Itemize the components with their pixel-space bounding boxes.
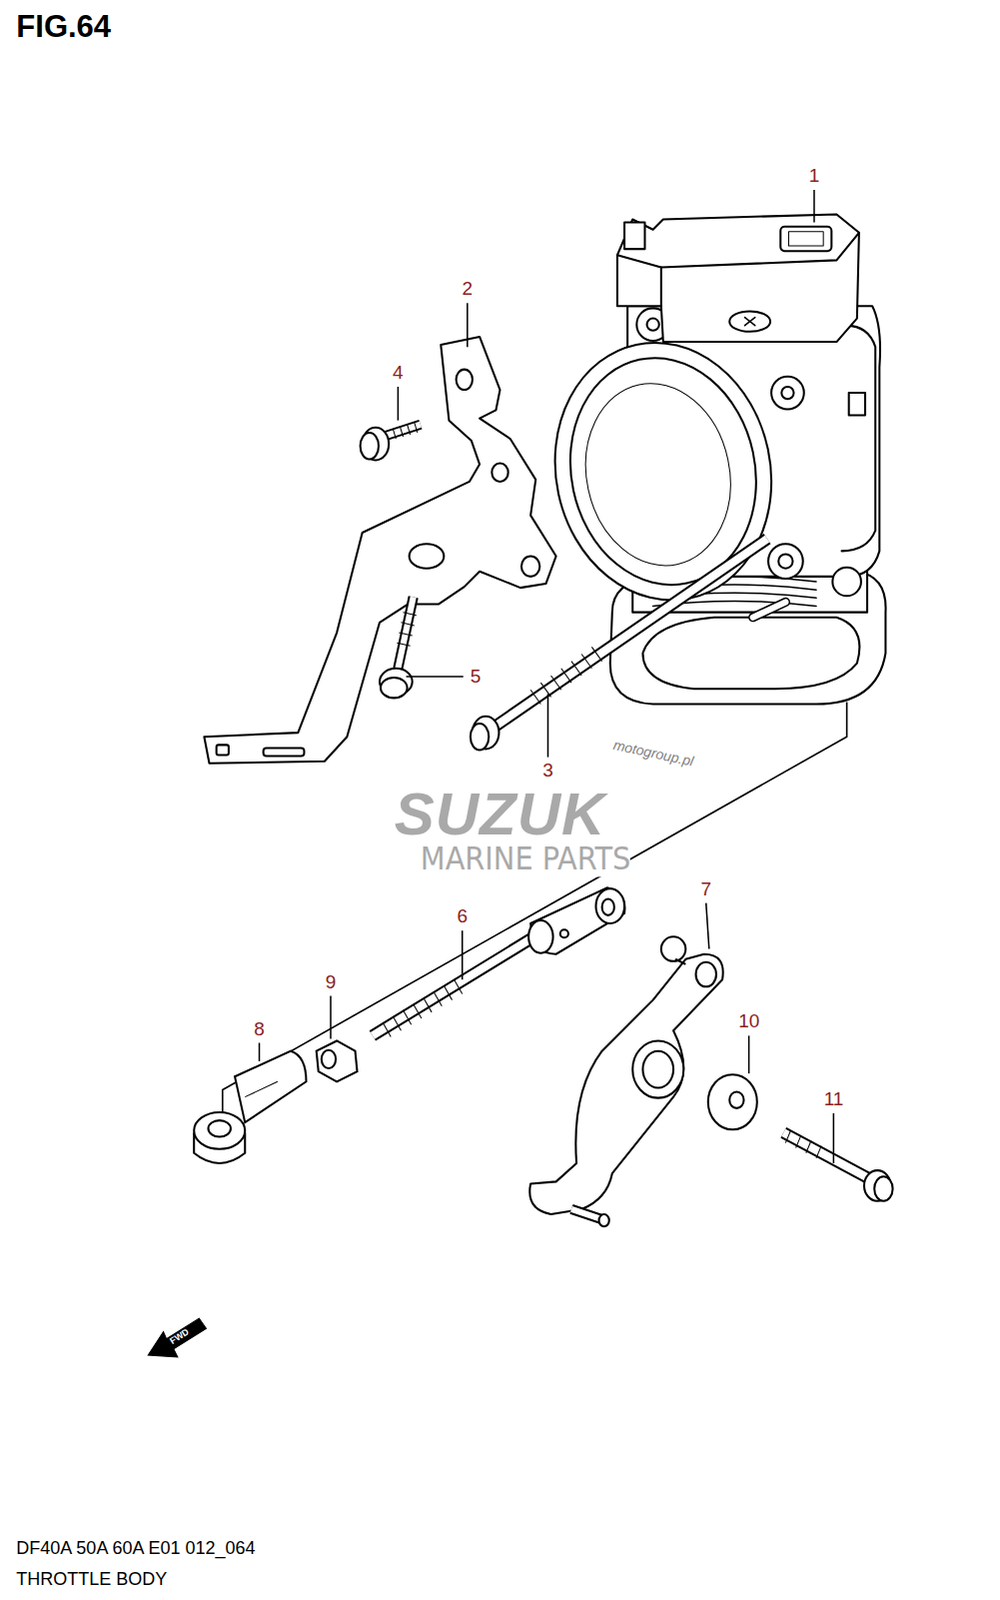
- watermark: motogroup.pl: [611, 737, 695, 770]
- callout-number: 2: [460, 278, 476, 300]
- callout-number: 6: [454, 906, 470, 928]
- callout-number: 3: [540, 760, 556, 782]
- watermark: MARINE PARTS: [420, 841, 631, 877]
- callout-number: 7: [699, 878, 715, 900]
- callout-number: 8: [251, 1017, 267, 1039]
- model-code: DF40A 50A 60A E01 012_064: [15, 1538, 255, 1559]
- callout-number: 9: [323, 971, 339, 993]
- callout-number: 5: [468, 666, 484, 688]
- callout-number: 4: [390, 361, 406, 383]
- figure-number: FIG.64: [15, 9, 111, 44]
- figure-caption: THROTTLE BODY: [15, 1569, 167, 1590]
- callout-number: 1: [807, 164, 823, 186]
- watermark: SUZUK: [394, 781, 607, 848]
- callout-number: 10: [736, 1010, 762, 1032]
- callout-number: 11: [822, 1088, 847, 1110]
